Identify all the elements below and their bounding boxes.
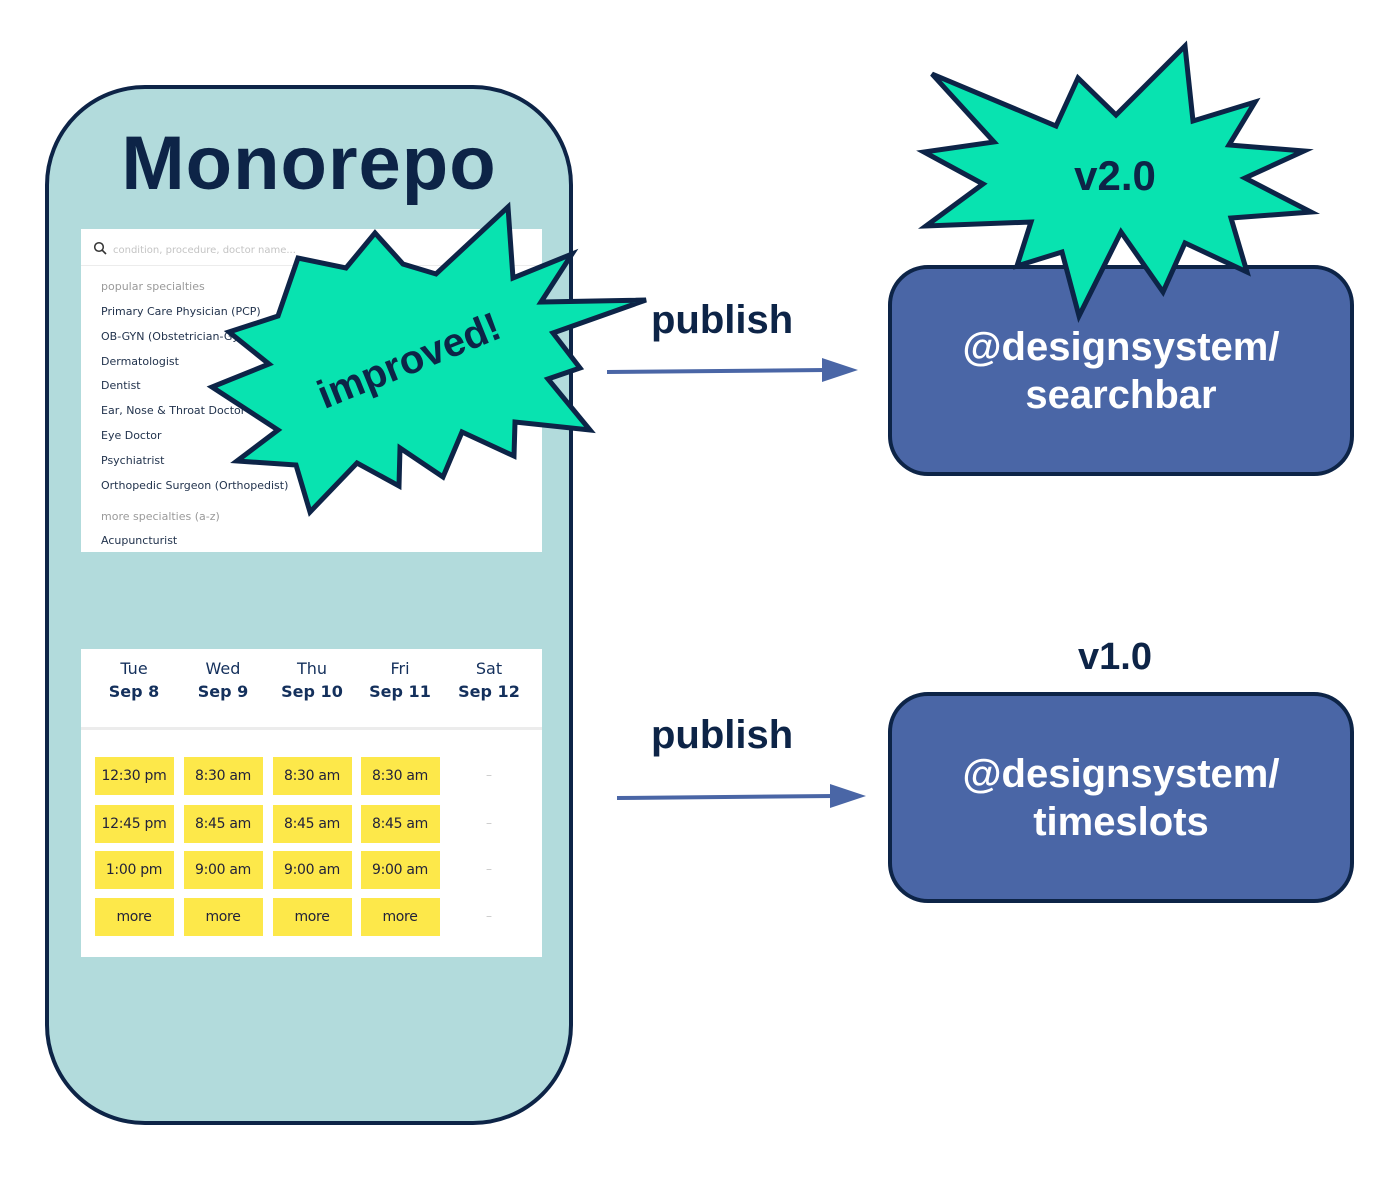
package-searchbar: @designsystem/ searchbar bbox=[888, 265, 1354, 476]
version-burst-searchbar: v2.0 bbox=[916, 40, 1321, 324]
timeslot-button[interactable]: 8:30 am bbox=[183, 757, 263, 795]
day-name: Wed bbox=[205, 659, 241, 678]
publish-label-searchbar: publish bbox=[651, 298, 794, 342]
timeslot-button[interactable]: 8:45 am bbox=[183, 805, 263, 843]
more-slots-button[interactable]: more bbox=[94, 898, 174, 936]
publish-arrow-timeslots bbox=[616, 784, 866, 808]
timeslot-button[interactable]: 8:45 am bbox=[272, 805, 352, 843]
day-date: Sep 12 bbox=[458, 682, 520, 701]
slot-unavailable: – bbox=[486, 768, 492, 782]
popular-specialties-heading: popular specialties bbox=[101, 280, 205, 293]
search-placeholder: condition, procedure, doctor name... bbox=[113, 244, 296, 256]
timeslot-button[interactable]: 8:45 am bbox=[360, 805, 440, 843]
specialty-list-item[interactable]: OB-GYN (Obstetrician-Gy bbox=[101, 329, 239, 343]
slot-unavailable: – bbox=[486, 862, 492, 876]
day-date: Sep 9 bbox=[197, 682, 249, 701]
search-input[interactable]: condition, procedure, doctor name... bbox=[93, 239, 296, 261]
specialty-list-item[interactable]: Orthopedic Surgeon (Orthopedist) bbox=[101, 478, 289, 492]
package-timeslots: @designsystem/ timeslots bbox=[888, 692, 1354, 903]
day-name: Fri bbox=[390, 659, 410, 678]
timeslot-button[interactable]: 1:00 pm bbox=[94, 851, 174, 889]
version-label-timeslots: v1.0 bbox=[1078, 636, 1152, 678]
day-name: Tue bbox=[120, 659, 148, 678]
timeslot-button[interactable]: 8:30 am bbox=[360, 757, 440, 795]
package-timeslots-scope: @designsystem/ bbox=[962, 751, 1280, 796]
specialty-list-item[interactable]: Eye Doctor bbox=[101, 429, 162, 442]
timeslot-button[interactable]: 9:00 am bbox=[360, 851, 440, 889]
more-slots-button[interactable]: more bbox=[360, 898, 440, 936]
timeslot-button[interactable]: 12:30 pm bbox=[94, 757, 174, 795]
day-date: Sep 8 bbox=[108, 682, 160, 701]
slot-unavailable: – bbox=[486, 909, 492, 923]
more-slots-button[interactable]: more bbox=[183, 898, 263, 936]
day-name: Thu bbox=[296, 659, 328, 678]
day-name: Sat bbox=[475, 659, 503, 678]
timeslot-button[interactable]: 8:30 am bbox=[272, 757, 352, 795]
timeslot-button[interactable]: 9:00 am bbox=[183, 851, 263, 889]
more-specialties-heading: more specialties (a-z) bbox=[101, 510, 220, 524]
timeslot-button[interactable]: 9:00 am bbox=[272, 851, 352, 889]
package-timeslots-name: timeslots bbox=[1033, 799, 1209, 844]
specialty-list-item[interactable]: Dermatologist bbox=[101, 354, 179, 368]
publish-arrow-searchbar bbox=[606, 358, 858, 382]
publish-label-timeslots: publish bbox=[651, 713, 794, 757]
version-label-searchbar: v2.0 bbox=[1074, 152, 1156, 199]
search-icon bbox=[93, 241, 107, 260]
specialty-list-item[interactable]: Ear, Nose & Throat Doctor (E bbox=[101, 404, 261, 418]
specialty-list-item[interactable]: Primary Care Physician (PCP) bbox=[101, 305, 261, 318]
day-date: Sep 11 bbox=[369, 682, 431, 701]
day-date: Sep 10 bbox=[281, 682, 343, 701]
timeslot-button[interactable]: 12:45 pm bbox=[94, 805, 174, 843]
day-header-divider bbox=[81, 727, 542, 730]
specialty-list-item[interactable]: Acupuncturist bbox=[101, 534, 178, 548]
package-searchbar-scope: @designsystem/ bbox=[962, 324, 1280, 369]
specialty-list-item[interactable]: Dentist bbox=[101, 379, 141, 393]
monorepo-title: Monorepo bbox=[121, 121, 497, 206]
specialty-list-item[interactable]: Psychiatrist bbox=[101, 453, 165, 467]
improved-burst: improved! bbox=[206, 201, 647, 517]
more-slots-button[interactable]: more bbox=[272, 898, 352, 936]
slot-unavailable: – bbox=[486, 816, 492, 830]
package-searchbar-name: searchbar bbox=[1025, 372, 1217, 417]
